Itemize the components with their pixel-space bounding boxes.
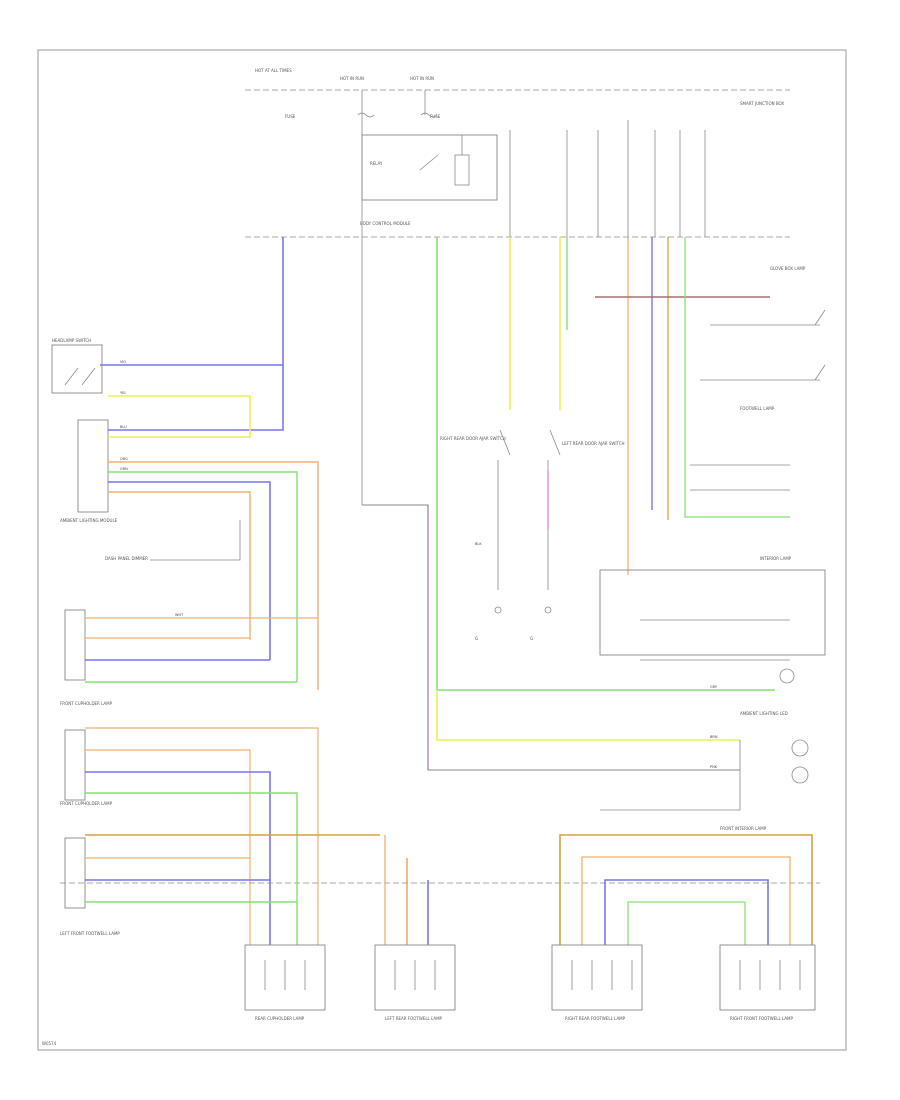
bus-verticals [361,115,706,505]
interior-lamp-label: INTERIOR LAMP [760,556,792,561]
fuse-label-1: FUSE [285,114,296,119]
hot-in-run-label-2: HOT IN RUN [410,76,434,81]
wire-label-vio: VIO [120,360,126,364]
fuse-2-icon [420,90,438,118]
left-rear-footwell-wires [384,835,429,945]
rear-door-ground-label-1: G [475,636,478,641]
marker-circle [779,668,795,684]
left-rear-footwell-label: LEFT REAR FOOTWELL LAMP [385,1016,443,1021]
wire-label-gry: GRY [710,685,718,689]
headlamp-switch-box [51,344,103,394]
footwell-lamp-label: FOOTWELL LAMP [740,406,775,411]
hot-bus-label: HOT AT ALL TIMES [255,68,292,73]
right-front-footwell-label: RIGHT FRONT FOOTWELL LAMP [730,1016,793,1021]
wire-label-wht: WHT [175,613,184,617]
wire-label-blu: BLU [120,425,127,429]
front-cupholder-connector-1 [64,609,86,681]
cup2-wire-b [85,749,251,945]
diagram-frame [37,49,847,1051]
fuse-1-icon [357,90,375,118]
dash-panel-dimmer-label: DASH PANEL DIMMER [105,556,148,561]
gray-center-wire [362,504,740,771]
smart-junction-box-label: SMART JUNCTION BOX [740,101,784,106]
interior-bulb-icons [600,739,809,811]
wire-label-brn: BRN [710,735,718,739]
wire-label-org: ORG [120,457,128,461]
front-cupholder-label-2: FRONT CUPHOLDER LAMP [60,801,113,806]
diagram-id: W0574 [42,1041,57,1046]
front-interior-lamp-label: FRONT INTERIOR LAMP [720,826,767,831]
cup2-wire-d [85,792,298,945]
body-module-label: BODY CONTROL MODULE [360,221,411,226]
right-rear-footwell-label: RIGHT REAR FOOTWELL LAMP [565,1016,626,1021]
right-rear-footwell-connector [551,944,643,1011]
hot-in-run-label-1: HOT IN RUN [340,76,364,81]
ambient-led-label: AMBIENT LIGHTING LED [740,711,788,716]
right-rear-door-switch-label: RIGHT REAR DOOR AJAR SWITCH [440,436,506,441]
wire-label-blk: BLK [475,542,482,546]
relay-switch-icon [419,135,470,186]
wire-label-pnk: PNK [710,765,718,769]
yellow-center-wire [436,690,740,741]
dimmer-wire [150,520,241,561]
rear-door-ground-label-2: G [530,636,533,641]
wire-label-grn: GRN [120,467,128,471]
relay-box [361,134,498,201]
front-cupholder-label-1: FRONT CUPHOLDER LAMP [60,701,113,706]
cup2-wire-a [85,727,319,945]
blue-wire-left [108,481,271,660]
green-center-wire [436,237,775,691]
ambient-module-label: AMBIENT LIGHTING MODULE [60,518,118,523]
wire-label-yel: YEL [120,391,126,395]
cup2-wire-c [85,771,271,945]
right-green-wire [684,237,790,518]
headlamp-switch-label: HEADLAMP SWITCH [52,338,91,343]
left-front-footwell-label: LEFT FRONT FOOTWELL LAMP [60,931,120,936]
right-front-footwell-connector [719,944,816,1011]
left-front-footwell-connector [64,837,86,909]
rear-cupholder-label: REAR CUPHOLDER LAMP [255,1016,305,1021]
glove-box-label: GLOVE BOX LAMP [770,266,806,271]
door-switch-icons [494,429,561,614]
left-rear-door-switch-label: LEFT REAR DOOR AJAR SWITCH [562,441,625,446]
orange-wire-left-2 [108,491,251,640]
ambient-module-connector [77,419,109,513]
bottom-orange-harness [559,834,813,945]
front-cupholder-connector-2 [64,729,86,801]
orange-wire-left [108,461,319,690]
right-switch-icons [599,309,826,661]
green-wire-left [108,471,298,682]
rear-cupholder-connector [244,944,326,1011]
headlamp-switch-icon [64,367,96,386]
connector-pins [264,960,801,990]
blue-wire-main [100,237,284,431]
left-rear-footwell-connector [374,944,456,1011]
yellow-wire-main [108,395,251,438]
relay-label: RELAY [370,161,383,166]
